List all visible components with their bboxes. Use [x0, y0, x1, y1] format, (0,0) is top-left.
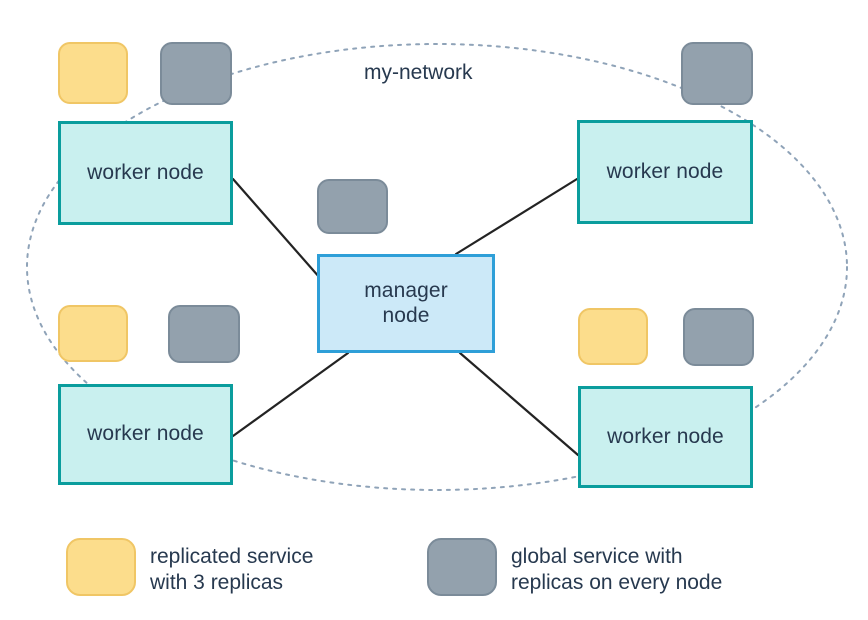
svc-yellow-bottom-left	[58, 305, 128, 362]
connector-worker-top-right-to-manager	[454, 177, 579, 256]
svc-gray-center	[317, 179, 388, 234]
node-worker-bottom-left[interactable]: worker node	[58, 384, 233, 485]
network-boundary-ellipse	[26, 43, 848, 491]
svc-gray-top-right	[681, 42, 753, 105]
connector-worker-top-left-to-manager	[231, 177, 322, 280]
svc-gray-bottom-left	[168, 305, 240, 363]
network-label: my-network	[364, 61, 473, 84]
legend-global-swatch	[427, 538, 497, 596]
connector-worker-bottom-right-to-manager	[458, 351, 580, 457]
node-label: worker node	[607, 424, 724, 448]
node-worker-top-left[interactable]: worker node	[58, 121, 233, 225]
node-worker-bottom-right[interactable]: worker node	[578, 386, 753, 488]
svc-gray-top-left	[160, 42, 232, 105]
node-label: worker node	[87, 160, 204, 184]
legend-replicated-swatch	[66, 538, 136, 596]
node-label: worker node	[606, 159, 724, 183]
svc-yellow-top-left	[58, 42, 128, 104]
connector-worker-bottom-left-to-manager	[231, 351, 350, 438]
node-worker-top-right[interactable]: worker node	[577, 120, 753, 224]
node-label: worker node	[87, 422, 204, 446]
svc-gray-bottom-right	[683, 308, 754, 366]
connector-lines	[231, 177, 580, 457]
svc-yellow-bottom-right	[578, 308, 648, 365]
